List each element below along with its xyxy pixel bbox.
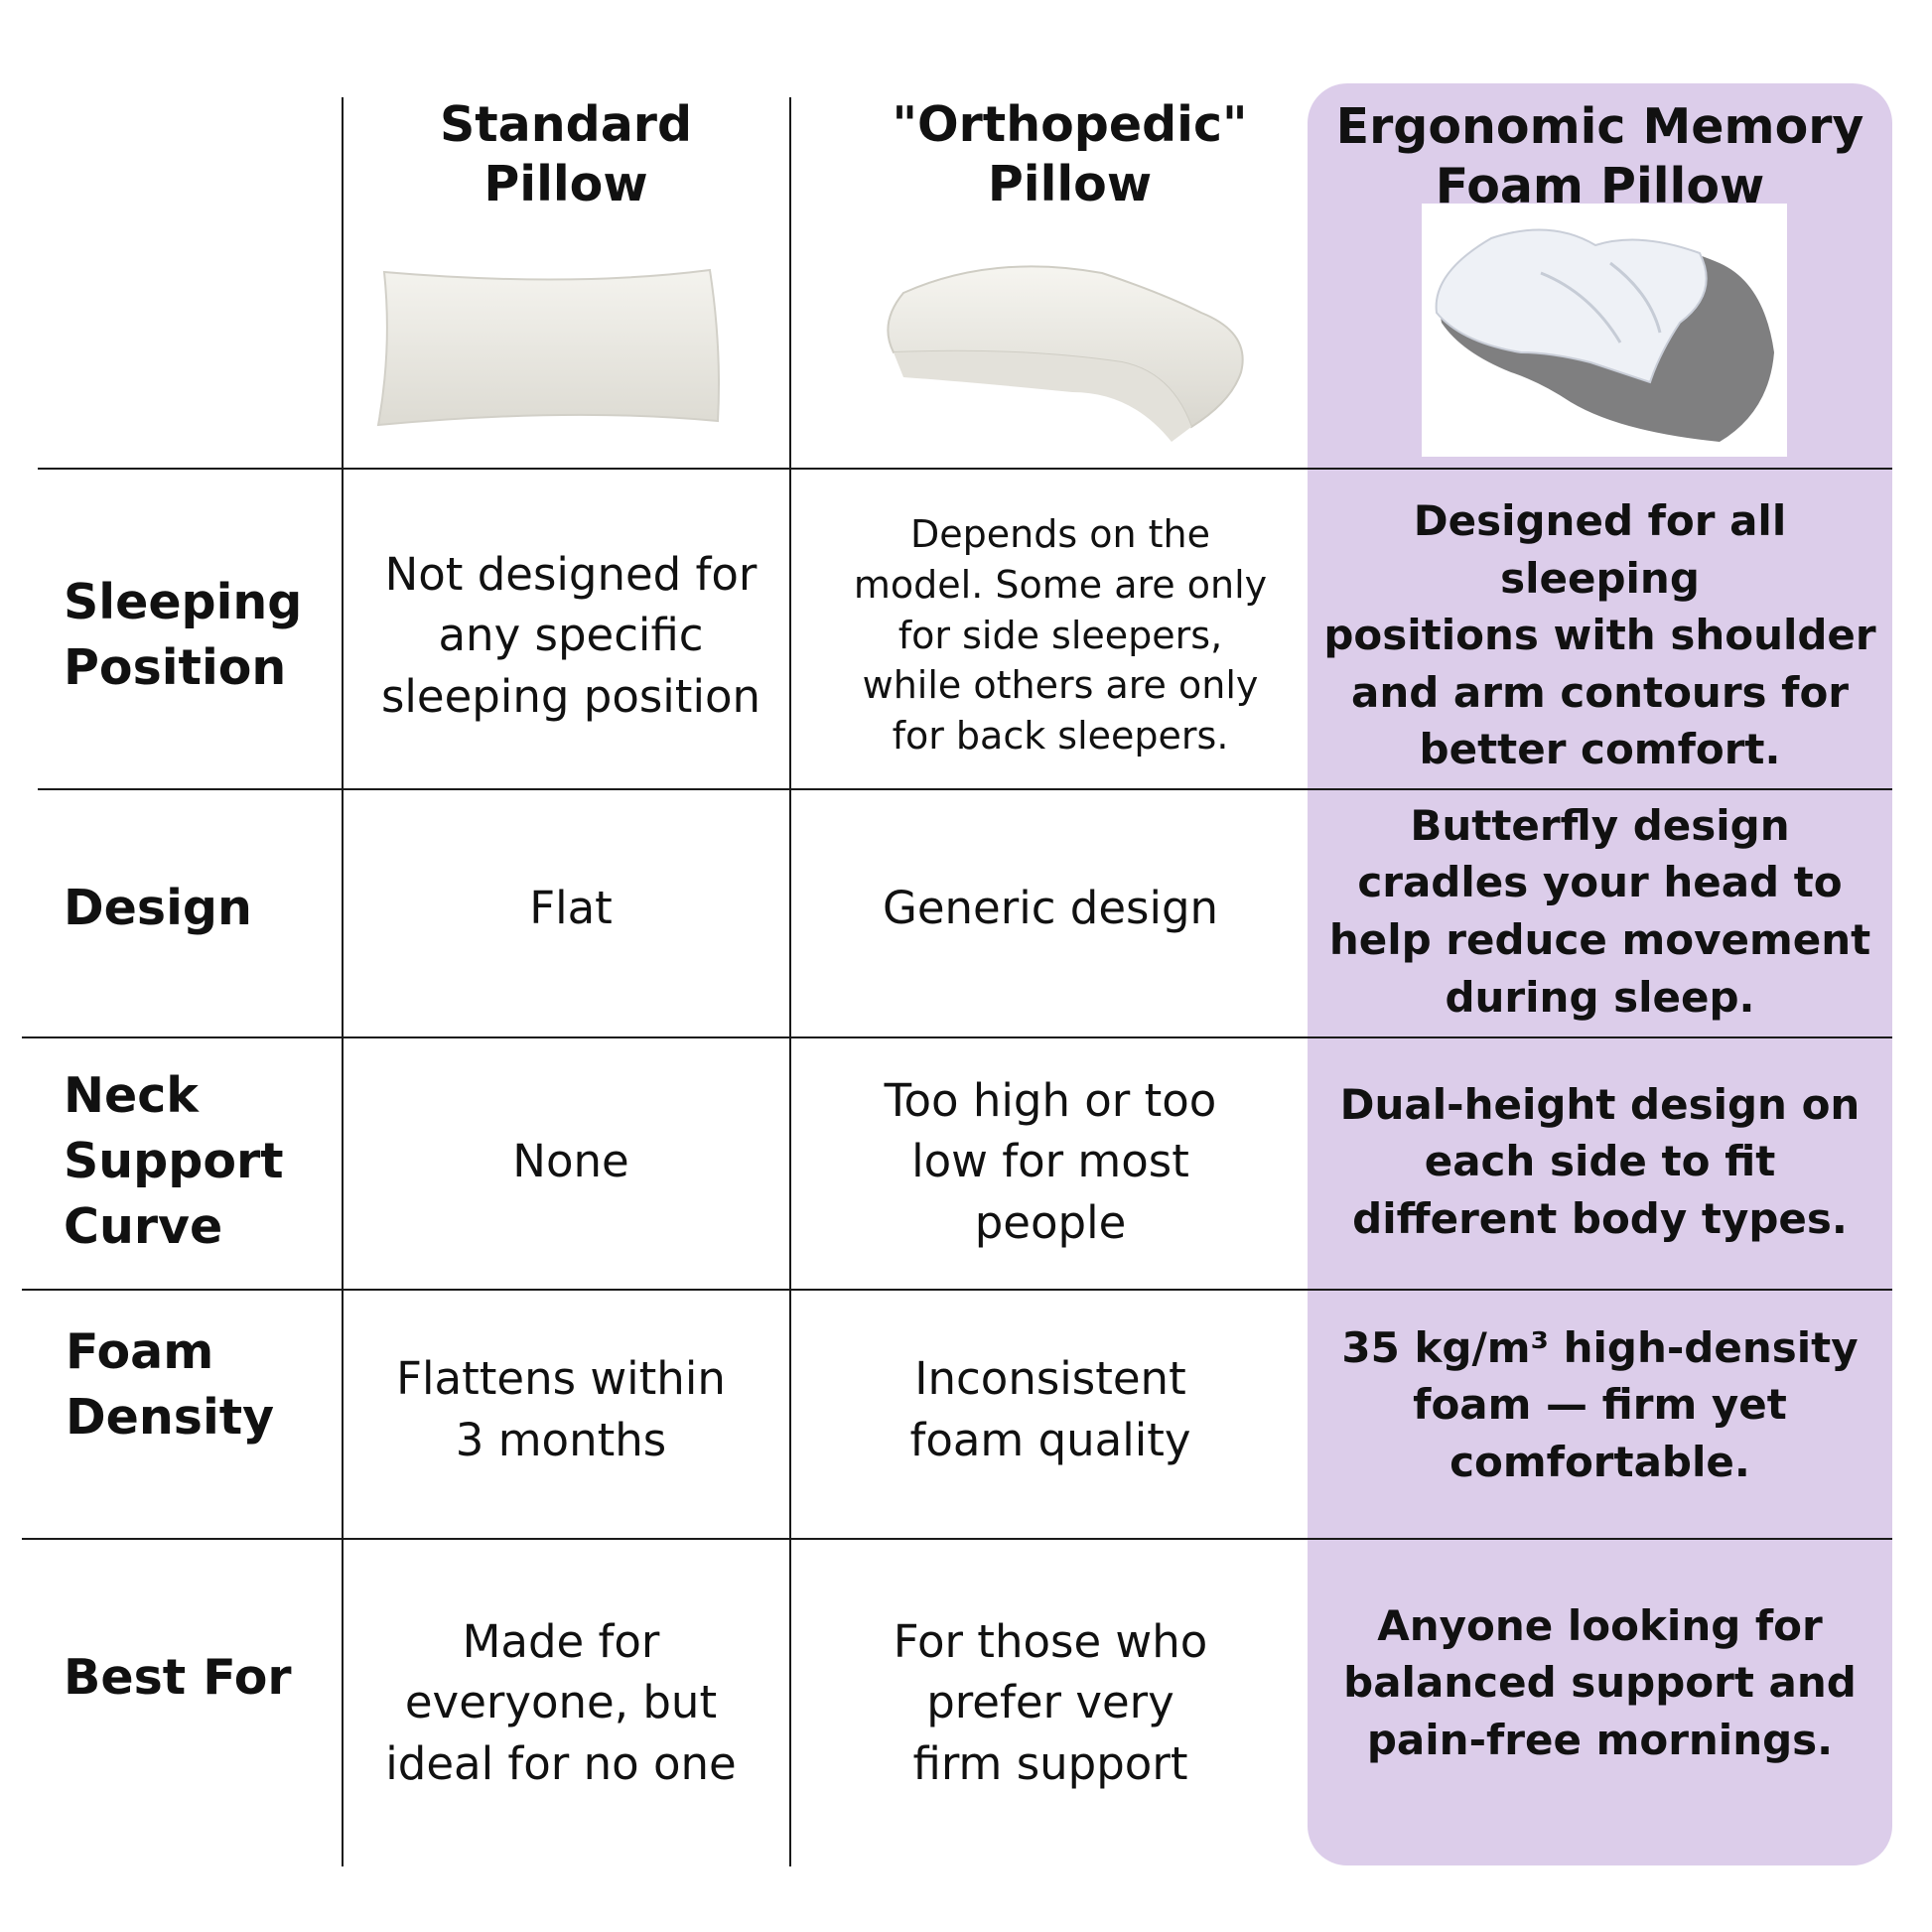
- orthopedic-best-for: For those who prefer very firm support: [893, 1614, 1208, 1790]
- row-divider: [38, 788, 1892, 790]
- ergonomic-sleeping-position: Designed for all sleeping positions with…: [1323, 496, 1876, 774]
- standard-best-for: Made for everyone, but ideal for no one: [385, 1614, 737, 1790]
- row-label-foam-density: Foam Density: [66, 1322, 275, 1446]
- butterfly-pillow-image: [1422, 204, 1787, 457]
- ergonomic-design: Butterfly design cradles your head to he…: [1328, 800, 1871, 1022]
- row-label-best-for: Best For: [64, 1648, 292, 1706]
- row-label-sleeping-position: Sleeping Position: [64, 573, 303, 696]
- standard-neck-support: None: [512, 1135, 629, 1188]
- standard-design: Flat: [529, 882, 613, 935]
- row-divider: [22, 1289, 1892, 1291]
- column-divider: [789, 97, 791, 1866]
- orthopedic-foam-density: Inconsistent foam quality: [909, 1352, 1191, 1466]
- standard-sleeping-position: Not designed for any specific sleeping p…: [380, 547, 761, 723]
- row-label-neck-support-curve: Neck Support Curve: [64, 1066, 284, 1256]
- header-ergonomic-pillow: Ergonomic Memory Foam Pillow: [1335, 98, 1864, 214]
- row-divider: [22, 1036, 1892, 1038]
- rectangular-pillow-image: [376, 268, 720, 427]
- column-divider: [342, 97, 344, 1866]
- row-divider: [38, 468, 1892, 470]
- standard-foam-density: Flattens within 3 months: [396, 1352, 726, 1466]
- header-orthopedic-pillow: "Orthopedic" Pillow: [892, 96, 1248, 212]
- orthopedic-neck-support: Too high or too low for most people: [884, 1073, 1217, 1249]
- ergonomic-neck-support: Dual-height design on each side to fit d…: [1339, 1079, 1861, 1243]
- orthopedic-sleeping-position: Depends on the model. Some are only for …: [853, 511, 1268, 759]
- row-divider: [22, 1538, 1892, 1540]
- row-label-design: Design: [64, 879, 252, 936]
- orthopedic-design: Generic design: [882, 882, 1219, 935]
- header-standard-pillow: Standard Pillow: [439, 96, 693, 212]
- ergonomic-foam-density: 35 kg/m³ high-density foam — firm yet co…: [1341, 1322, 1859, 1486]
- ergonomic-best-for: Anyone looking for balanced support and …: [1343, 1600, 1857, 1764]
- contour-pillow-image: [887, 265, 1244, 442]
